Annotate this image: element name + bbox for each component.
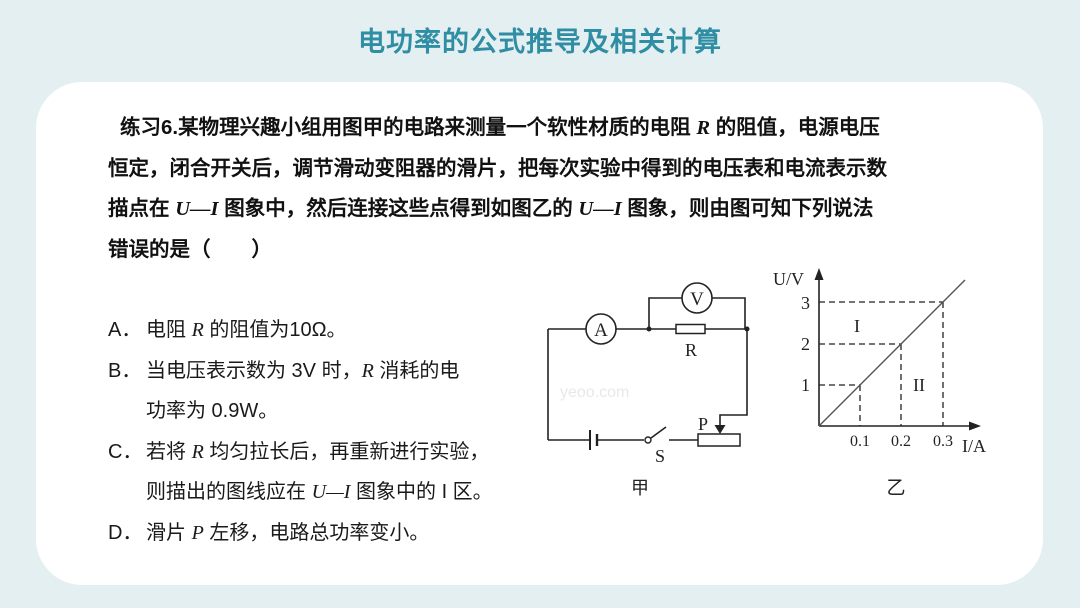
variable-r: R [191,319,204,341]
x-axis-label: I/A [962,436,986,456]
question-text-part: 图象，则由图可知下列说法 [627,197,874,220]
option-text: 图象中的 I 区。 [350,481,493,503]
region-ii-label: II [913,375,925,395]
x-tick: 0.1 [850,433,870,450]
option-c-continued: 则描出的图线应在 U—I 图象中的 I 区。 [108,472,548,513]
variable-r: R [191,440,204,463]
option-letter: B． [108,359,142,382]
option-text: 当电压表示数为 3V 时， [146,359,362,382]
question-label: 练习6. [120,116,179,139]
junction-dot [744,326,750,332]
x-axis-arrow-icon [969,421,981,431]
voltmeter-icon [681,282,713,314]
option-a[interactable]: A．电阻 R 的阻值为10Ω。 [108,310,548,351]
question-line-2: 恒定，闭合开关后，调节滑动变阻器的滑片，把每次实验中得到的电压表和电流表示数 [108,156,887,180]
question-line-3: 描点在 U—I 图象中，然后连接这些点得到如图乙的 U—I 图象，则由图可知下列… [108,189,968,230]
voltmeter-label: V [690,289,704,310]
watermark: yeoo.com [560,384,629,401]
y-axis-arrow-icon [814,268,824,280]
variable-ui: U—I [578,198,622,220]
x-tick: 0.3 [933,433,953,450]
option-text: 若将 [146,440,192,463]
variable-r: R [696,117,710,139]
option-text: 则描出的图线应在 [146,481,312,503]
rheostat-icon [697,433,741,447]
option-d[interactable]: D．滑片 P 左移，电路总功率变小。 [108,513,548,554]
option-b-continued: 功率为 0.9W。 [146,400,279,422]
slider-arrow-icon [714,425,726,434]
answer-options: A．电阻 R 的阻值为10Ω。 B．当电压表示数为 3V 时，R 消耗的电 功率… [108,310,548,553]
option-text: 左移，电路总功率变小。 [203,521,430,544]
ammeter-label: A [594,320,608,341]
resistor-label: R [685,340,697,360]
y-tick: 2 [801,334,810,354]
question-text: 练习6.某物理兴趣小组用图甲的电路来测量一个软性材质的电阻 R 的阻值，电源电压… [108,108,968,270]
y-axis-label: U/V [773,269,804,289]
variable-r: R [361,359,374,382]
option-letter: D． [108,521,143,544]
question-text-part: 某物理兴趣小组用图甲的电路来测量一个软性材质的电阻 [178,116,691,139]
question-text-part: 的阻值，电源电压 [715,116,880,139]
option-text: 均匀拉长后，再重新进行实验， [203,440,490,463]
option-letter: C． [108,440,143,463]
option-text: 的阻值为10Ω。 [203,319,347,341]
dashed-guides [819,301,944,426]
y-tick: 3 [801,293,810,313]
variable-ui: U—I [311,481,351,503]
graph-caption: 乙 [886,477,905,499]
circuit-caption: 甲 [631,478,649,499]
x-tick: 0.2 [891,433,911,450]
switch-label: S [655,446,665,466]
question-line-1: 练习6.某物理兴趣小组用图甲的电路来测量一个软性材质的电阻 R 的阻值，电源电压 [108,108,968,149]
page-title: 电功率的公式推导及相关计算 [358,27,722,57]
resistor-icon [675,323,706,335]
data-line [818,279,966,427]
option-letter: A． [108,319,142,341]
question-text-part: 描点在 [108,197,170,220]
variable-p: P [191,521,204,544]
option-text: 滑片 [146,521,192,544]
variable-ui: U—I [175,198,219,220]
ammeter-icon [585,313,617,345]
option-c[interactable]: C．若将 R 均匀拉长后，再重新进行实验， [108,432,548,473]
slider-label: P [698,414,708,434]
option-text: 电阻 [146,319,192,341]
y-tick: 1 [801,375,810,395]
question-text-part: 图象中，然后连接这些点得到如图乙的 [224,197,573,220]
region-i-label: I [854,316,860,336]
option-text: 消耗的电 [373,359,460,382]
junction-dot [646,326,652,332]
question-line-4: 错误的是（ ） [108,237,272,261]
option-b[interactable]: B．当电压表示数为 3V 时，R 消耗的电 [108,351,548,392]
content-card [36,82,1043,585]
switch-icon [644,436,652,444]
